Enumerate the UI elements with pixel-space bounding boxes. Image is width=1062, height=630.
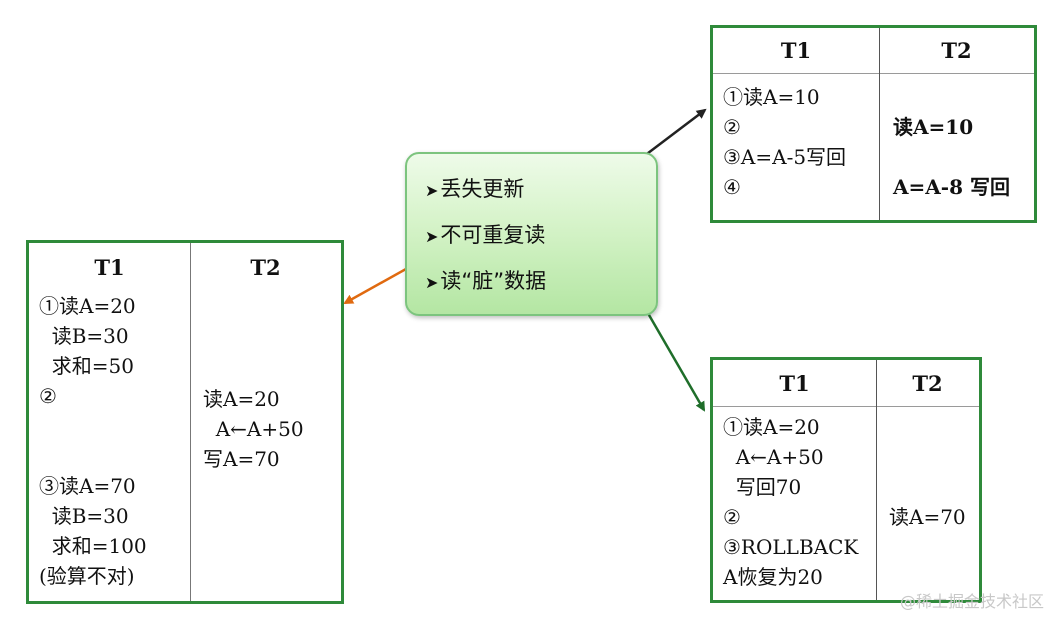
t1-step: ② <box>39 384 57 408</box>
t1-step: ② <box>723 115 741 139</box>
t1-step: ①读A=20 <box>723 415 820 439</box>
table-header: T1 T2 <box>29 243 341 291</box>
anomaly-topics-box: ➤丢失更新 ➤不可重复读 ➤读“脏”数据 <box>405 152 658 316</box>
t1-step: ①读A=20 <box>39 294 136 318</box>
t2-step: 读A=70 <box>889 505 966 529</box>
t1-column: ①读A=20 A←A+50 写回70 ② ③ROLLBACK A恢复为20 <box>723 412 858 592</box>
t1-step: ③A=A-5写回 <box>723 145 847 169</box>
t1-step: A←A+50 <box>723 445 824 469</box>
t1-step: ④ <box>723 175 741 199</box>
arrow-bullet-icon: ➤ <box>425 181 439 200</box>
t2-header: T2 <box>912 370 943 396</box>
t2-step: A←A+50 <box>203 417 304 441</box>
t2-step: A=A-8 写回 <box>893 175 1010 199</box>
arrow-bullet-icon: ➤ <box>425 273 439 292</box>
t1-column: ①读A=10 ② ③A=A-5写回 ④ <box>723 82 846 202</box>
t2-header: T2 <box>941 38 972 63</box>
t1-step: ③ROLLBACK <box>723 535 859 559</box>
topic-lost-update: ➤丢失更新 <box>425 177 525 201</box>
t1-step: A恢复为20 <box>723 565 823 589</box>
t1-step: ② <box>723 505 741 529</box>
t2-header: T2 <box>250 254 281 280</box>
t2-step: 读A=10 <box>893 115 974 139</box>
arrow-bullet-icon: ➤ <box>425 227 439 246</box>
dirty-read-table: T1 T2 ①读A=20 A←A+50 写回70 ② ③ROLLBACK A恢复… <box>710 357 982 603</box>
t1-step: 读B=30 <box>39 324 129 348</box>
t1-step: (验算不对) <box>39 564 135 588</box>
t1-header: T1 <box>779 370 810 396</box>
topic-dirty-read: ➤读“脏”数据 <box>425 269 547 293</box>
topic-non-repeatable-read: ➤不可重复读 <box>425 223 546 247</box>
t2-step: 写A=70 <box>203 447 280 471</box>
table-header: T1 T2 <box>713 360 979 407</box>
watermark: @稀土掘金技术社区 <box>899 592 1044 611</box>
t2-column: 读A=20 A←A+50 写A=70 <box>203 384 304 474</box>
non-repeatable-read-table: T1 T2 ①读A=20 读B=30 求和=50 ② ③读A=70 读B=30 … <box>26 240 344 604</box>
t1-step: ③读A=70 <box>39 474 136 498</box>
t1-step: ①读A=10 <box>723 85 820 109</box>
t1-step: 求和=50 <box>39 354 134 378</box>
t1-step: 求和=100 <box>39 534 147 558</box>
table-header: T1 T2 <box>713 28 1034 74</box>
t1-column: ①读A=20 读B=30 求和=50 ② ③读A=70 读B=30 求和=100… <box>39 291 147 591</box>
t1-header: T1 <box>780 38 812 63</box>
t2-column: 读A=10 A=A-8 写回 <box>893 112 1010 202</box>
t1-step: 写回70 <box>723 475 802 499</box>
lost-update-table: T1 T2 ①读A=10 ② ③A=A-5写回 ④ 读A=10 A=A-8 写回 <box>710 25 1037 223</box>
t2-column: 读A=70 <box>889 502 966 532</box>
t2-step: 读A=20 <box>203 387 280 411</box>
t1-header: T1 <box>94 254 125 280</box>
t1-step: 读B=30 <box>39 504 129 528</box>
